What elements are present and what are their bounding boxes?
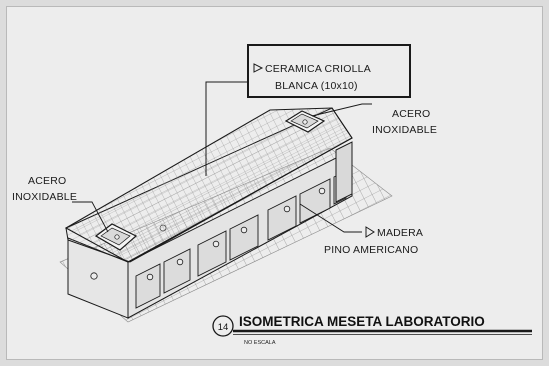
cabinet-knob: [212, 240, 220, 248]
steel-left-leader: [72, 201, 109, 233]
ceramic-label-box: [247, 44, 411, 98]
countertop-surface: [64, 107, 353, 263]
detail-number: 14: [218, 322, 229, 333]
cabinet-knob: [240, 226, 248, 234]
cabinet-knob: [283, 205, 291, 213]
countertop-marker: [159, 224, 167, 232]
sink-right: [284, 110, 326, 133]
cabinet-knob: [146, 273, 154, 281]
steel-right-leader: [311, 103, 372, 117]
ceramic-label-line1: CERAMICA CRIOLLA: [265, 63, 371, 75]
end-cabinet-knob: [90, 272, 98, 280]
wood-leader: [299, 203, 362, 233]
wood-arrow-icon: [365, 226, 375, 238]
cabinet-knob: [318, 187, 326, 195]
cabinet-door: [163, 248, 191, 294]
cabinet-knobs: [146, 187, 326, 281]
steel-left-line1: ACERO: [28, 175, 66, 187]
wood-label-line1: MADERA: [377, 227, 423, 239]
steel-right-line2: INOXIDABLE: [372, 124, 437, 136]
wood-label-line2: PINO AMERICANO: [324, 244, 418, 256]
cabinet-knob: [176, 258, 184, 266]
ceramic-leader: [205, 81, 248, 176]
drawing-title: ISOMETRICA MESETA LABORATORIO: [239, 314, 485, 329]
ceramic-label-line2: BLANCA (10x10): [275, 80, 358, 92]
sink-left: [94, 223, 138, 251]
title-block: 14 ISOMETRICA MESETA LABORATORIO NO ESCA…: [212, 314, 532, 346]
steel-left-line2: INOXIDABLE: [12, 191, 77, 203]
detail-number-circle: [212, 315, 234, 337]
drawing-scale-note: NO ESCALA: [244, 340, 276, 346]
steel-right-line1: ACERO: [392, 108, 430, 120]
cabinet-door: [197, 230, 227, 277]
cabinet-door: [229, 214, 259, 261]
ceramic-arrow-icon: [253, 63, 264, 73]
cabinet-door: [135, 263, 161, 309]
right-end-leg: [335, 141, 353, 203]
